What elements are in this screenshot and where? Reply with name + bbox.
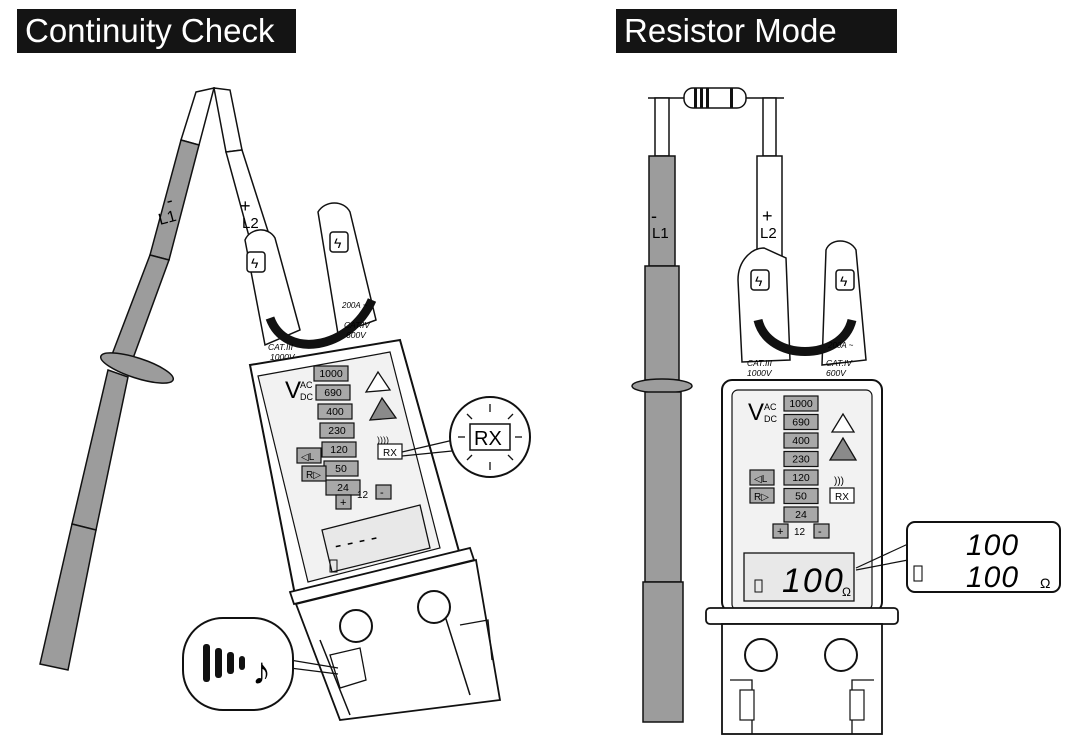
right-plus-label: + — [762, 206, 773, 226]
right-cat-iii: CAT.III — [747, 358, 773, 368]
right-voltage-box — [783, 413, 819, 431]
left-voltage-label: 400 — [326, 406, 344, 418]
right-callout-value-bottom: 100 — [966, 561, 1019, 594]
right-voltage-label: 690 — [792, 417, 810, 429]
left-dc-label: DC — [300, 392, 313, 402]
right-probe-l1: - L1 — [631, 97, 693, 723]
left-buzz-icon: )))) — [377, 435, 389, 445]
right-600v: 600V — [826, 368, 847, 378]
right-lcd-callout: 100 100 Ω — [855, 521, 1061, 594]
left-voltage-label: 230 — [328, 425, 346, 437]
right-lcd-value: 100 — [782, 562, 845, 600]
left-rx-label: RX — [383, 448, 397, 459]
right-battery-icon — [754, 579, 763, 593]
right-bolt-icon-a: ϟ — [755, 273, 763, 289]
right-bolt-icon-b: ϟ — [840, 273, 848, 289]
left-plus-button: + — [340, 497, 346, 509]
right-1000v: 1000V — [747, 368, 773, 378]
left-voltage-label: 24 — [337, 482, 349, 494]
left-cat-iii: CAT.III — [268, 342, 294, 352]
right-resistor — [648, 87, 784, 109]
right-voltage-label: 50 — [795, 491, 807, 503]
left-clamp-rating: 200A ~ — [341, 301, 368, 310]
left-voltage-box — [313, 365, 349, 382]
left-rbtn-label: R▷ — [306, 470, 321, 481]
left-rx-callout-label: RX — [474, 428, 502, 450]
left-plus-label: + — [240, 196, 251, 216]
right-cat-iv: CAT.IV — [826, 358, 853, 368]
right-voltage-box — [783, 487, 819, 505]
right-voltage-label: 1000 — [789, 398, 813, 410]
right-voltage-box — [783, 395, 819, 412]
right-dc-label: DC — [764, 414, 777, 424]
left-battery-icon — [329, 559, 338, 573]
right-v-symbol: V — [748, 399, 764, 426]
right-voltage-box — [783, 450, 819, 468]
left-voltage-label: 120 — [330, 444, 348, 456]
left-voltage-label: 1000 — [319, 368, 343, 380]
right-voltage-levels: 1000 690 400 230 120 50 24 — [783, 395, 819, 523]
right-minus-label: - — [651, 206, 657, 226]
right-voltage-box — [783, 506, 819, 523]
right-clamp: ϟ ϟ 200A ~ CAT.III 1000V CAT.IV 600V — [737, 240, 867, 378]
left-voltage-label: 50 — [335, 463, 347, 475]
right-voltage-box — [783, 432, 819, 449]
right-clamp-rating: 200A ~ — [827, 341, 854, 350]
right-plus-button: + — [777, 526, 783, 538]
right-voltage-label: 230 — [792, 454, 810, 466]
left-voltage-box — [321, 441, 357, 458]
left-12-label: 12 — [357, 490, 369, 501]
left-bolt-icon-a: ϟ — [251, 255, 259, 271]
left-rx-callout: RX — [401, 396, 531, 478]
left-bolt-icon-b: ϟ — [334, 235, 342, 251]
continuity-check-title: Continuity Check — [17, 9, 296, 53]
left-minus-label: - — [164, 190, 175, 211]
right-voltage-label: 400 — [792, 435, 810, 447]
left-minus-button: - — [380, 487, 384, 499]
right-voltage-label: 120 — [792, 472, 810, 484]
left-ac-label: AC — [300, 380, 313, 390]
right-lbtn-label: ◁L — [754, 474, 768, 485]
left-voltage-box — [319, 422, 355, 439]
right-rbtn-label: R▷ — [754, 492, 769, 503]
right-voltage-label: 24 — [795, 509, 807, 521]
left-tester: - L1 + L2 ϟ ϟ 200A ~ CAT.III — [39, 87, 531, 721]
right-l2-label: L2 — [760, 225, 777, 242]
right-12-label: 12 — [794, 527, 806, 538]
left-voltage-label: 690 — [324, 387, 342, 399]
right-callout-value-top: 100 — [966, 529, 1019, 562]
left-l1-label: L1 — [157, 208, 179, 229]
right-body: V AC DC 1000 690 400 230 120 50 24 ))) RX ◁L R… — [705, 379, 899, 735]
right-minus-button: - — [818, 526, 822, 538]
left-lbtn-label: ◁L — [301, 452, 315, 463]
right-callout-ohm: Ω — [1040, 575, 1050, 591]
left-cat-iv: CAT.IV — [344, 320, 371, 330]
left-600v: 600V — [346, 330, 367, 340]
right-ac-label: AC — [764, 402, 777, 412]
left-probe-l1: - L1 — [39, 87, 216, 671]
right-rx-label: RX — [835, 492, 849, 503]
right-lcd-ohm: Ω — [842, 585, 851, 599]
left-l2-label: L2 — [242, 215, 259, 232]
left-music-note-icon: ♪ — [252, 651, 271, 693]
right-callout-battery-icon — [913, 565, 923, 582]
left-1000v: 1000V — [270, 352, 296, 362]
right-l1-label: L1 — [652, 225, 669, 242]
right-voltage-box — [783, 469, 819, 486]
left-clamp: ϟ ϟ 200A ~ CAT.III 1000V CAT.IV 600V — [244, 202, 377, 362]
left-v-symbol: V — [285, 377, 301, 404]
left-sound-callout: ♪ — [182, 617, 339, 711]
left-voltage-box — [315, 384, 351, 401]
resistor-mode-title: Resistor Mode — [616, 9, 897, 53]
left-voltage-box — [317, 403, 353, 420]
right-buzz-icon: ))) — [834, 476, 844, 487]
right-tester: - L1 + L2 ϟ ϟ 200A ~ CAT.III — [631, 87, 1061, 735]
left-voltage-levels: 1000 690 400 230 120 50 24 — [313, 365, 361, 496]
